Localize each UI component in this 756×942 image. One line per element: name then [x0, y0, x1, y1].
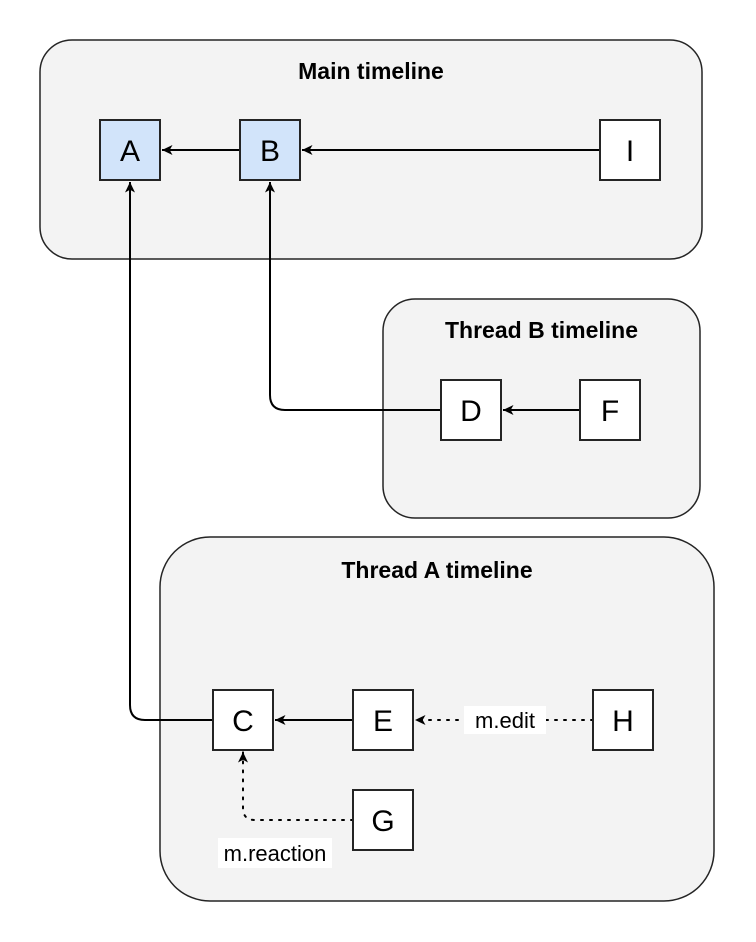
node-h-box [592, 689, 654, 751]
node-d-box [440, 379, 502, 441]
edge-label-m-edit-bg [464, 706, 546, 734]
edge-label-m-reaction-text: m.reaction [224, 841, 327, 866]
container-thread-a-timeline-title: Thread A timeline [341, 557, 532, 583]
node-g-label: G [371, 805, 394, 838]
node-a: A [99, 119, 161, 181]
node-f-label: F [601, 395, 619, 428]
node-a-label: A [120, 135, 140, 168]
edge-d-to-b [265, 182, 441, 411]
node-e: E [352, 689, 414, 751]
node-h-label: H [612, 705, 634, 738]
edge-label-m-edit: m.edit [464, 706, 546, 734]
node-a-box [99, 119, 161, 181]
node-b: B [239, 119, 301, 181]
edge-label-m-reaction-bg [218, 838, 332, 868]
edge-g-to-c-dotted [238, 751, 354, 821]
container-thread-a-timeline: Thread A timeline [159, 536, 715, 902]
node-g-box [352, 789, 414, 851]
node-i: I [599, 119, 661, 181]
container-thread-b-timeline: Thread B timeline [382, 298, 701, 519]
node-c-box [212, 689, 274, 751]
node-h: H [592, 689, 654, 751]
edge-c-to-a [125, 182, 213, 721]
edge-label-m-reaction: m.reaction [218, 838, 332, 868]
node-i-box [599, 119, 661, 181]
node-e-label: E [373, 705, 393, 738]
node-c-label: C [232, 705, 254, 738]
container-thread-b-timeline-box [382, 298, 701, 519]
node-d: D [440, 379, 502, 441]
edge-label-m-edit-text: m.edit [475, 708, 535, 733]
node-i-label: I [626, 135, 634, 168]
container-thread-b-timeline-title: Thread B timeline [445, 317, 638, 343]
node-e-box [352, 689, 414, 751]
node-g: G [352, 789, 414, 851]
node-d-label: D [460, 395, 482, 428]
container-main-timeline-title: Main timeline [298, 58, 444, 84]
node-b-box [239, 119, 301, 181]
node-b-label: B [260, 135, 280, 168]
node-c: C [212, 689, 274, 751]
node-f: F [579, 379, 641, 441]
node-f-box [579, 379, 641, 441]
